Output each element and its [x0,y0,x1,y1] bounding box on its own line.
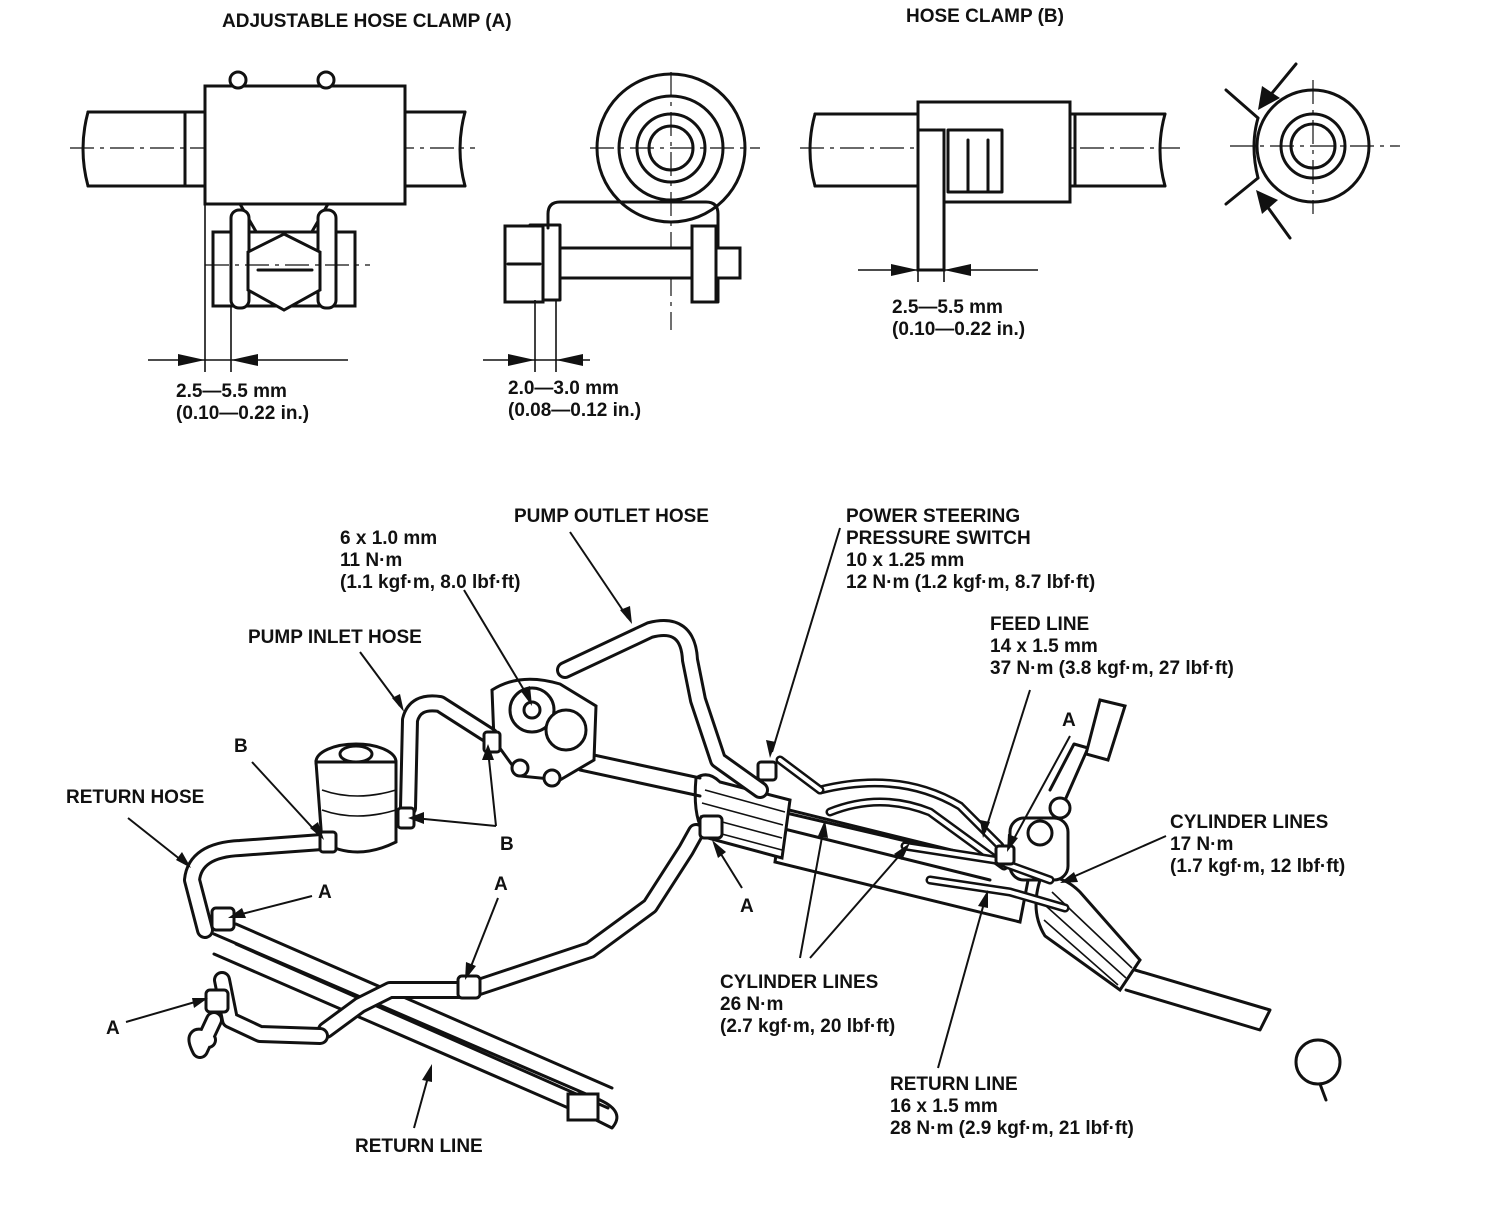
feed-line-size: 14 x 1.5 mm [990,636,1098,657]
cylinder-lines-center-label: CYLINDER LINES [720,972,878,993]
return-hose-label: RETURN HOSE [66,787,204,808]
clamp-a-end-gap-in: (0.08—0.12 in.) [508,400,641,421]
callout-a-cooler-left: A [106,1018,120,1039]
clamp-b-title: HOSE CLAMP (B) [906,6,1064,27]
cylinder-lines-right-torque: 17 N·m [1170,834,1233,855]
clamp-a-end-gap-mm: 2.0—3.0 mm [508,378,619,399]
pump-inlet-hose-label: PUMP INLET HOSE [248,627,422,648]
clamp-a-end-view [483,72,760,372]
callout-a-return-hose: A [318,882,332,903]
ps-switch-label-2: PRESSURE SWITCH [846,528,1031,549]
assembly-labels: PUMP OUTLET HOSE 6 x 1.0 mm 11 N·m (1.1 … [66,506,1345,1157]
pump-outlet-hose-label: PUMP OUTLET HOSE [514,506,709,527]
pump-bolt-size: 6 x 1.0 mm [340,528,437,549]
callout-a-steering-top: A [1062,710,1076,731]
feed-line-label: FEED LINE [990,614,1089,635]
cylinder-lines-center-torque: 26 N·m [720,994,783,1015]
clamp-b-end-view [1224,62,1400,240]
clamp-b-gap-in: (0.10—0.22 in.) [892,319,1025,340]
leader-lines [125,527,1167,1129]
return-line-right-size: 16 x 1.5 mm [890,1096,998,1117]
cylinder-lines-center-torque-alt: (2.7 kgf·m, 20 lbf·ft) [720,1016,895,1037]
ps-assembly [183,619,1342,1130]
return-line-right-label: RETURN LINE [890,1074,1018,1095]
ps-switch-label-1: POWER STEERING [846,506,1020,527]
callout-a-center: A [740,896,754,917]
callout-b-pump: B [500,834,514,855]
pump-bolt-torque-alt: (1.1 kgf·m, 8.0 lbf·ft) [340,572,521,593]
callout-letters: A B B A A A A [106,710,1076,1039]
clamp-a-gap-mm: 2.5—5.5 mm [176,381,287,402]
feed-line-torque: 37 N·m (3.8 kgf·m, 27 lbf·ft) [990,658,1234,679]
return-line-right-torque: 28 N·m (2.9 kgf·m, 21 lbf·ft) [890,1118,1134,1139]
cylinder-lines-right-label: CYLINDER LINES [1170,812,1328,833]
clamp-a-gap-in: (0.10—0.22 in.) [176,403,309,424]
clamp-a-side-view [70,70,475,372]
ps-switch-size: 10 x 1.25 mm [846,550,964,571]
pump-bolt-torque: 11 N·m [340,550,402,571]
clamp-b-side-view [800,100,1180,282]
callout-b-reservoir: B [234,736,248,757]
detail-labels: ADJUSTABLE HOSE CLAMP (A) HOSE CLAMP (B)… [176,6,1064,424]
clamp-a-title: ADJUSTABLE HOSE CLAMP (A) [222,11,512,32]
cylinder-lines-right-torque-alt: (1.7 kgf·m, 12 lbf·ft) [1170,856,1345,877]
clamp-b-gap-mm: 2.5—5.5 mm [892,297,1003,318]
return-line-bottom-label: RETURN LINE [355,1136,483,1157]
ps-switch-torque: 12 N·m (1.2 kgf·m, 8.7 lbf·ft) [846,572,1095,593]
callout-a-lower-hose: A [494,874,508,895]
